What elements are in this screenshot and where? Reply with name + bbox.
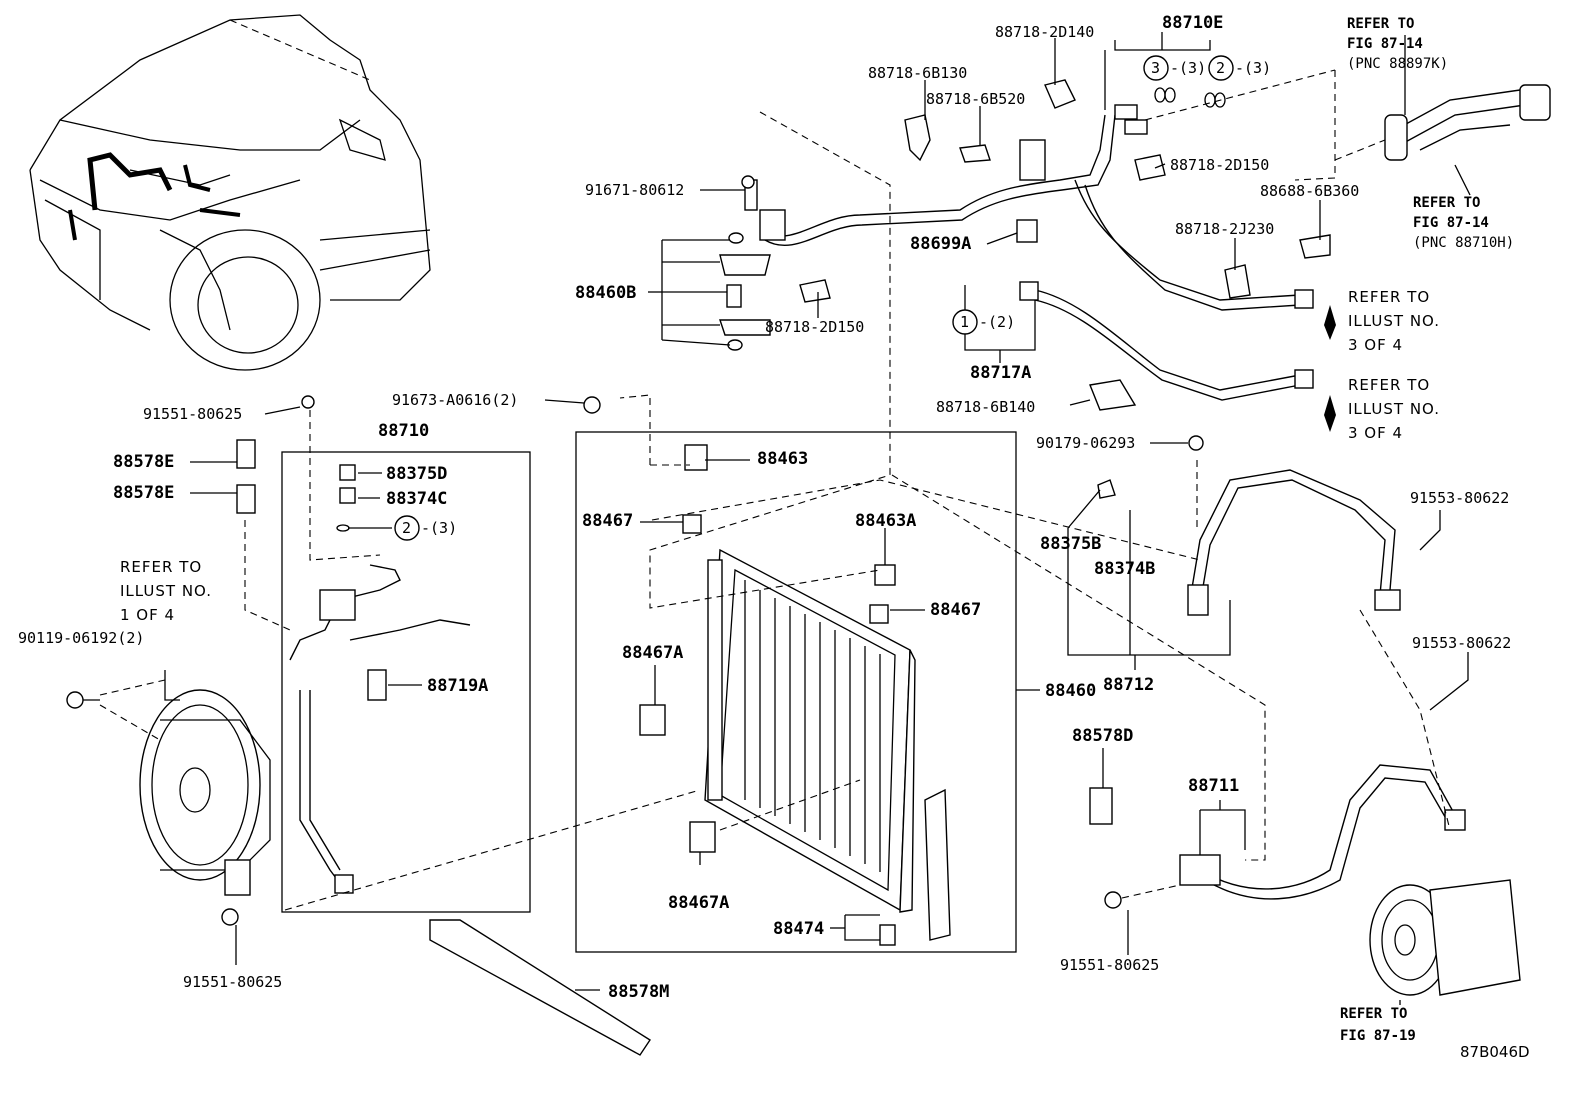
ref-illust-a-line3: 3 OF 4: [1348, 336, 1403, 354]
label-91551-80625-left: 91551-80625: [183, 973, 282, 991]
label-88710: 88710: [378, 421, 429, 441]
reference-arrows: [1324, 305, 1336, 432]
label-91671-80612: 91671-80612: [585, 181, 684, 199]
label-90119-06192: 90119-06192(2): [18, 629, 144, 647]
label-88375B: 88375B: [1040, 534, 1101, 554]
label-88460B: 88460B: [575, 283, 636, 303]
label-91551-80625-top: 91551-80625: [143, 405, 242, 423]
ref-fig-b-line2: FIG 87-14: [1413, 215, 1489, 231]
fan-assembly: [66, 670, 271, 896]
leader-lines: [190, 32, 1471, 1005]
label-88688-6B360: 88688-6B360: [1260, 182, 1359, 200]
suction-hose-88711: [1179, 764, 1466, 900]
label-88718-6B130: 88718-6B130: [868, 64, 967, 82]
discharge-hose-88712: [1097, 469, 1401, 616]
label-88718-2J230: 88718-2J230: [1175, 220, 1274, 238]
label-88699A: 88699A: [910, 234, 971, 254]
ref-fig-b-line1: REFER TO: [1413, 195, 1480, 211]
figure-code: 87B046D: [1460, 1043, 1530, 1061]
label-88467A-bot: 88467A: [668, 893, 729, 913]
label-90179-06293: 90179-06293: [1036, 434, 1135, 452]
label-88718-6B140: 88718-6B140: [936, 398, 1035, 416]
callout-1: 1: [960, 313, 969, 331]
ref-fig-a-line2: FIG 87-14: [1347, 36, 1423, 52]
dashed-guide-lines: [244, 69, 1451, 911]
callout-2b: 2: [402, 519, 411, 537]
ref-illust-b-line1: REFER TO: [1348, 376, 1430, 394]
quantity-callouts: 3 -(3) 2 -(3) 1 -(2) 2 -(3): [394, 55, 1271, 541]
label-88718-2D140: 88718-2D140: [995, 23, 1094, 41]
label-91553-80622-b: 91553-80622: [1412, 634, 1511, 652]
callout-3: 3: [1151, 59, 1160, 77]
callout-2b-qty: -(3): [421, 519, 457, 537]
ref-fig-a-line1: REFER TO: [1347, 16, 1414, 32]
label-88578E-a: 88578E: [113, 452, 174, 472]
vehicle-illustration: [29, 14, 431, 371]
label-91553-80622-a: 91553-80622: [1410, 489, 1509, 507]
label-91551-80625-right: 91551-80625: [1060, 956, 1159, 974]
ref-fig-c-line1: REFER TO: [1340, 1006, 1407, 1022]
ref-illust-a-line2: ILLUST NO.: [1348, 312, 1440, 330]
assembly-box-88460: [575, 431, 1017, 953]
ref-illust-c-line3: 1 OF 4: [120, 606, 175, 624]
label-88474: 88474: [773, 919, 824, 939]
callout-2: 2: [1216, 59, 1225, 77]
compressor: [1369, 879, 1521, 996]
ref-fig-a-line3: (PNC 88897K): [1347, 56, 1448, 72]
label-88467-mid: 88467: [930, 600, 981, 620]
label-88718-2D150-mid: 88718-2D150: [765, 318, 864, 336]
assembly-box-88710: [281, 451, 531, 913]
label-88578M: 88578M: [608, 982, 669, 1002]
ref-fig-c-line2: FIG 87-19: [1340, 1028, 1416, 1044]
ref-illust-b-line2: ILLUST NO.: [1348, 400, 1440, 418]
label-88711: 88711: [1188, 776, 1239, 796]
label-88718-2D150-top: 88718-2D150: [1170, 156, 1269, 174]
label-88578D: 88578D: [1072, 726, 1133, 746]
label-88467-top: 88467: [582, 511, 633, 531]
label-88467A-top: 88467A: [622, 643, 683, 663]
upper-pipe-assembly: [759, 104, 1314, 401]
mounting-pads: [236, 439, 1113, 825]
callout-3-qty: -(3): [1170, 59, 1206, 77]
callout-1-qty: -(2): [979, 313, 1015, 331]
clip-parts-top: [799, 79, 1331, 411]
label-88463A: 88463A: [855, 511, 916, 531]
label-88460: 88460: [1045, 681, 1096, 701]
label-88718-6B520: 88718-6B520: [926, 90, 1025, 108]
refrigerant-hoses-top-right: [1384, 84, 1551, 161]
label-88712: 88712: [1103, 675, 1154, 695]
ref-illust-b-line3: 3 OF 4: [1348, 424, 1403, 442]
reference-notes: REFER TO FIG 87-14 (PNC 88897K) REFER TO…: [120, 16, 1514, 1044]
label-88710E: 88710E: [1162, 13, 1223, 33]
bolts: [221, 175, 1204, 926]
ref-illust-c-line2: ILLUST NO.: [120, 582, 212, 600]
callout-2-qty: -(3): [1235, 59, 1271, 77]
part-labels: 88718-2D140 88710E 88718-6B130 88718-6B5…: [18, 13, 1511, 1002]
label-88719A: 88719A: [427, 676, 488, 696]
ref-illust-a-line1: REFER TO: [1348, 288, 1430, 306]
label-91673-A0616: 91673-A0616(2): [392, 391, 518, 409]
label-88374C: 88374C: [386, 489, 447, 509]
ref-fig-b-line3: (PNC 88710H): [1413, 235, 1514, 251]
label-88578E-b: 88578E: [113, 483, 174, 503]
foam-seal-88578m: [429, 919, 651, 1056]
label-88374B: 88374B: [1094, 559, 1155, 579]
label-88717A: 88717A: [970, 363, 1031, 383]
ref-illust-c-line1: REFER TO: [120, 558, 202, 576]
label-88463: 88463: [757, 449, 808, 469]
label-88375D: 88375D: [386, 464, 447, 484]
condenser-88460: [639, 444, 951, 946]
pipe-88710: [289, 464, 471, 894]
